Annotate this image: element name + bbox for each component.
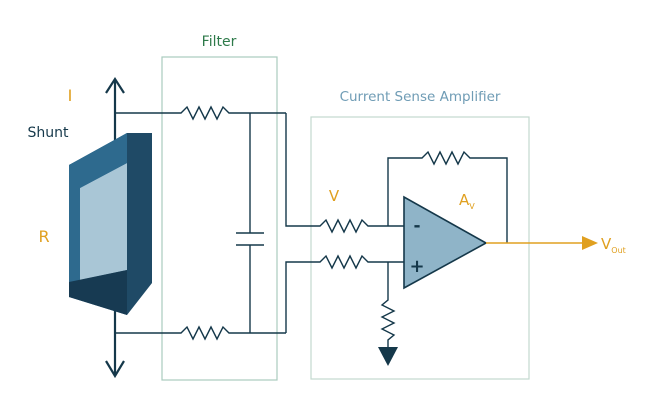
current-label: I xyxy=(68,86,73,105)
ground-icon xyxy=(378,347,398,366)
circuit-wires xyxy=(115,105,508,347)
shunt-label: Shunt xyxy=(28,125,70,141)
gain-label-sub: V xyxy=(469,202,475,211)
inverting-input-sign: - xyxy=(413,216,420,236)
resistance-label: R xyxy=(38,227,49,246)
amplifier-label: Current Sense Amplifier xyxy=(340,89,501,105)
filter-label: Filter xyxy=(202,34,237,50)
vout-label-main: V xyxy=(601,235,612,253)
gain-label: AV xyxy=(459,191,475,211)
op-amp xyxy=(403,195,488,290)
non-inverting-input-sign: + xyxy=(409,256,424,277)
vout-label: VOut xyxy=(601,235,626,255)
filter-box xyxy=(161,56,278,381)
gain-label-main: A xyxy=(459,191,470,209)
output-arrow-icon xyxy=(582,236,598,250)
amplifier-box xyxy=(310,116,530,380)
voltage-label: V xyxy=(329,187,340,205)
shunt-resistor xyxy=(69,133,152,315)
vout-label-sub: Out xyxy=(611,246,626,255)
